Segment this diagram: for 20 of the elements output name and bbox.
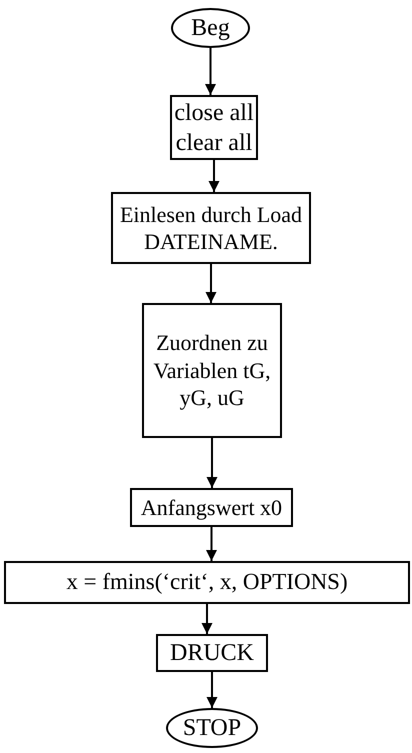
process-box bbox=[111, 192, 311, 264]
node-label: Anfangswert x0 bbox=[140, 494, 282, 522]
arrow bbox=[206, 672, 218, 708]
arrow bbox=[205, 48, 216, 95]
output-box bbox=[156, 634, 268, 672]
node-label: x = fmins(‘crit‘, x, OPTIONS) bbox=[66, 568, 348, 596]
node-label: close all clear all bbox=[174, 98, 254, 158]
process-box bbox=[130, 488, 293, 527]
node-label: Einlesen durch Load DATEINAME. bbox=[118, 200, 304, 256]
arrow bbox=[206, 527, 217, 561]
node-label: Zuordnen zu Variablen tG, yG, uG bbox=[152, 329, 272, 412]
arrow bbox=[206, 438, 218, 488]
arrow bbox=[208, 160, 220, 192]
arrow bbox=[202, 604, 212, 634]
node-label: STOP bbox=[182, 714, 242, 743]
arrow bbox=[206, 264, 216, 303]
node-label: Beg bbox=[191, 14, 230, 43]
node-label: DRUCK bbox=[170, 639, 254, 668]
process-box bbox=[4, 561, 410, 604]
process-box bbox=[142, 303, 282, 438]
